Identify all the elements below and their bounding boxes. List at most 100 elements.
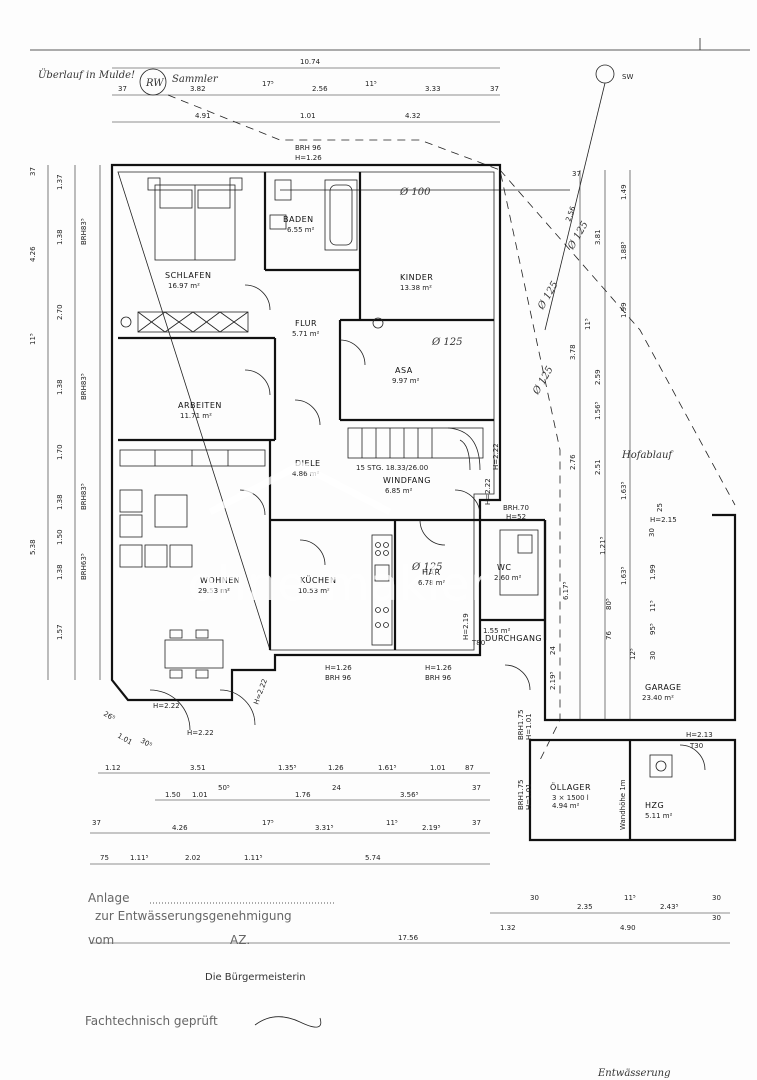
sewage-symbol: [595, 64, 615, 84]
watermark-text: ohne-makler: [188, 557, 490, 611]
room-name: ÖLLAGER: [550, 782, 591, 792]
staircase-icon: [347, 427, 484, 471]
svg-text:50⁵: 50⁵: [218, 784, 230, 792]
svg-text:BRH1.75: BRH1.75: [517, 779, 525, 810]
svg-text:30: 30: [648, 528, 656, 537]
svg-text:11⁵: 11⁵: [365, 80, 377, 88]
room-name: ASA: [395, 366, 413, 375]
svg-text:Wandhöhe 1m: Wandhöhe 1m: [619, 779, 627, 830]
svg-text:95⁵: 95⁵: [649, 623, 657, 635]
room-area: 29.53 m²: [198, 587, 230, 595]
svg-text:H=52: H=52: [506, 513, 526, 521]
svg-text:BRH.70: BRH.70: [503, 504, 529, 512]
svg-text:37: 37: [472, 784, 481, 792]
wardrobe-row-living: [119, 449, 266, 467]
svg-text:30: 30: [712, 914, 721, 922]
svg-text:H=2.15: H=2.15: [650, 516, 677, 524]
room-area: 13.38 m²: [400, 284, 432, 292]
svg-text:2.02: 2.02: [185, 854, 201, 862]
svg-text:30: 30: [712, 894, 721, 902]
svg-text:3.82: 3.82: [190, 85, 206, 93]
svg-text:H=2.22: H=2.22: [492, 443, 500, 470]
room-area: 6.85 m²: [385, 487, 413, 495]
room-labels: BADEN 6.55 m² SCHLAFEN 16.97 m² KINDER 1…: [165, 215, 681, 820]
svg-text:17⁵: 17⁵: [262, 80, 274, 88]
kitchen-counter-icon: [371, 534, 393, 646]
svg-text:BRH 96: BRH 96: [425, 674, 452, 682]
svg-text:H=1.26: H=1.26: [425, 664, 452, 672]
svg-text:1.21⁵: 1.21⁵: [599, 536, 607, 555]
watermark: ohne-makler: [188, 461, 490, 611]
annex-wall: [528, 738, 737, 842]
svg-text:1.99: 1.99: [620, 302, 628, 318]
svg-text:11⁵: 11⁵: [386, 819, 398, 827]
rw-label: RW: [145, 78, 164, 89]
svg-text:Fachtechnisch geprüft: Fachtechnisch geprüft: [85, 1014, 218, 1028]
room-name: DIELE: [295, 459, 321, 468]
svg-text:2.35: 2.35: [577, 903, 593, 911]
svg-text:BRH63⁵: BRH63⁵: [80, 553, 88, 580]
bottom-dimensions: 1.12 3.51 1.35⁵ 1.26 1.61⁵ 1.01 87 1.50 …: [90, 710, 730, 944]
svg-text:2.56: 2.56: [564, 205, 577, 223]
svg-text:2.70: 2.70: [56, 304, 64, 320]
room-name: HAR: [422, 568, 441, 577]
svg-text:12⁵: 12⁵: [629, 648, 637, 660]
svg-text:5.74: 5.74: [365, 854, 381, 862]
svg-text:37: 37: [572, 170, 581, 178]
svg-text:2.56: 2.56: [312, 85, 328, 93]
svg-text:3.51: 3.51: [190, 764, 206, 772]
svg-text:Anlage: Anlage: [88, 891, 130, 905]
handwritten-overflow-note: Überlauf in Mulde!: [38, 69, 135, 81]
svg-text:1.38: 1.38: [56, 494, 64, 510]
svg-text:3.81: 3.81: [594, 229, 602, 245]
svg-text:17.56: 17.56: [398, 934, 419, 942]
room-area: 2.60 m²: [494, 574, 522, 582]
svg-text:H=2.22: H=2.22: [153, 702, 180, 710]
dining-table-icon: [164, 629, 224, 679]
svg-text:17⁵: 17⁵: [262, 819, 274, 827]
svg-text:BRH83⁵: BRH83⁵: [80, 218, 88, 245]
svg-text:3.33: 3.33: [425, 85, 441, 93]
room-name: DURCHGANG: [485, 634, 542, 643]
svg-text:75: 75: [100, 854, 109, 862]
svg-text:Ø 125: Ø 125: [566, 220, 591, 253]
svg-text:76: 76: [605, 631, 613, 640]
svg-text:1.38: 1.38: [56, 564, 64, 580]
handwritten-footer-note: Entwässerung: [597, 1068, 671, 1079]
svg-text:Ø 125: Ø 125: [531, 365, 556, 398]
floor-drain-icon: [120, 316, 132, 328]
door-swings: [149, 284, 706, 771]
svg-text:2.51: 2.51: [594, 459, 602, 475]
svg-text:2.76: 2.76: [569, 454, 577, 470]
svg-text:3.78: 3.78: [569, 344, 577, 360]
svg-text:4.91: 4.91: [195, 112, 211, 120]
svg-text:H=2.22: H=2.22: [484, 478, 492, 505]
drainage-line-main: [167, 94, 561, 761]
svg-text:87: 87: [465, 764, 474, 772]
room-name: WOHNEN: [200, 576, 240, 585]
svg-text:1.38: 1.38: [56, 229, 64, 245]
svg-text:11⁵: 11⁵: [584, 318, 592, 330]
svg-text:1.35⁵: 1.35⁵: [278, 764, 297, 772]
wc-room-icon: [499, 529, 539, 596]
svg-text:zur Entwässerungsgenehmigung: zur Entwässerungsgenehmigung: [95, 909, 292, 923]
svg-text:37: 37: [29, 167, 37, 176]
svg-text:1.50: 1.50: [56, 529, 64, 545]
room-name: SCHLAFEN: [165, 271, 211, 280]
svg-text:H=2.13: H=2.13: [686, 731, 713, 739]
svg-text:T30: T30: [689, 742, 703, 750]
right-dimensions: 37 2.56 1.49 3.81 1.88⁵ 11⁵ 1.99 3.78 2.…: [549, 170, 677, 720]
svg-text:1.63⁵: 1.63⁵: [620, 481, 628, 500]
svg-text:Ø 125: Ø 125: [536, 280, 561, 313]
svg-text:1.99: 1.99: [649, 564, 657, 580]
svg-text:Die Bürgermeisterin: Die Bürgermeisterin: [205, 972, 306, 983]
svg-text:37: 37: [118, 85, 127, 93]
svg-text:1.01: 1.01: [300, 112, 316, 120]
svg-text:BRH83⁵: BRH83⁵: [80, 483, 88, 510]
svg-text:37: 37: [490, 85, 499, 93]
svg-text:30⁵: 30⁵: [139, 737, 153, 750]
svg-text:Ø 100: Ø 100: [399, 187, 431, 198]
svg-text:Ø 125: Ø 125: [411, 562, 442, 573]
